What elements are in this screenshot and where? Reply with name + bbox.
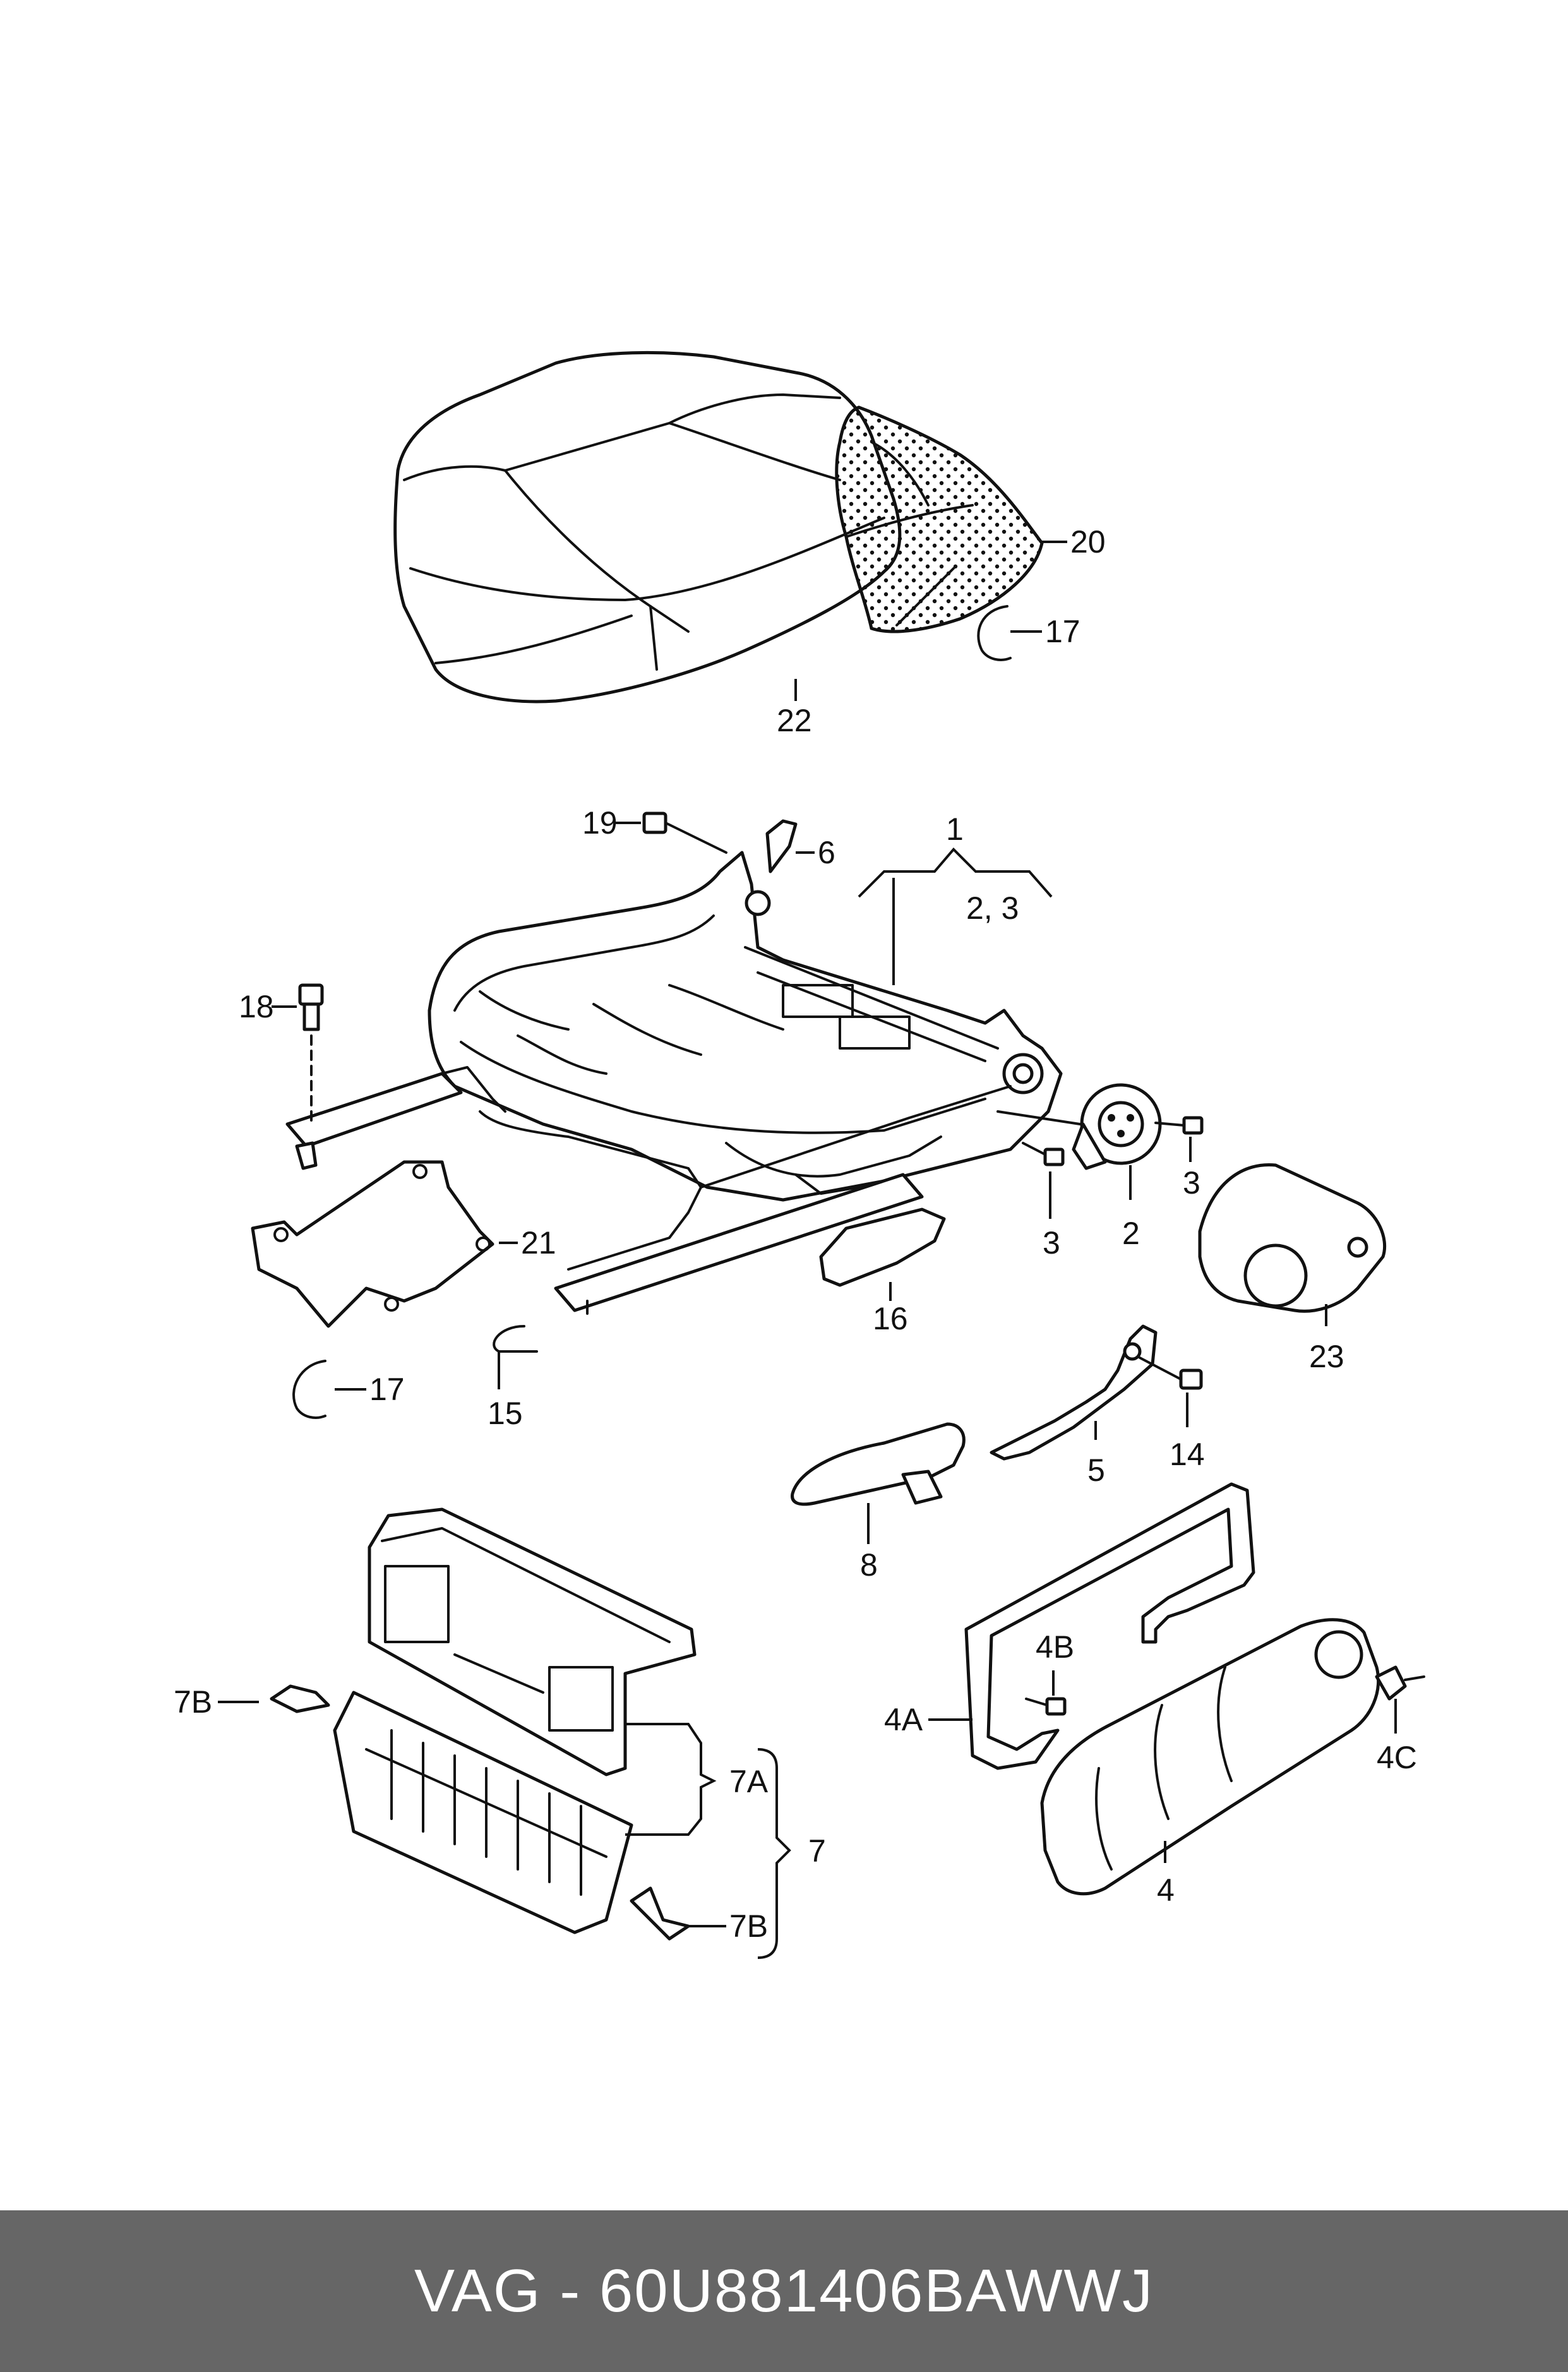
callout-15: 15	[488, 1396, 523, 1431]
clip-6	[765, 819, 798, 873]
callout-4a: 4A	[884, 1702, 923, 1737]
callout-19: 19	[582, 805, 618, 841]
part-number-label: VAG - 60U881406BAWWJ	[414, 2257, 1154, 2325]
clip-15	[493, 1325, 538, 1353]
callout-22: 22	[777, 703, 812, 738]
handle-16	[819, 1207, 946, 1287]
callout-8: 8	[860, 1547, 878, 1583]
seat-frame	[428, 851, 1063, 1202]
callout-5: 5	[1087, 1453, 1105, 1488]
side-panel-4	[1040, 1618, 1380, 1896]
screw-4b	[1025, 1697, 1067, 1716]
callout-23: 23	[1309, 1339, 1344, 1374]
callout-17-top: 17	[1045, 614, 1080, 649]
seat-cover-perforated	[835, 405, 1044, 633]
callout-4: 4	[1157, 1872, 1175, 1908]
callout-4b: 4B	[1036, 1629, 1074, 1665]
footer-bar: VAG - 60U881406BAWWJ	[0, 2210, 1568, 2372]
clip-7b-bottom	[630, 1886, 690, 1941]
bolt-19	[642, 812, 727, 854]
clip-7b-top	[270, 1684, 330, 1713]
screw-3-left	[1022, 1142, 1065, 1166]
callout-18: 18	[239, 989, 274, 1024]
callout-17-bottom: 17	[369, 1372, 405, 1407]
ring-clip-17-bottom	[292, 1360, 326, 1419]
callout-20: 20	[1070, 524, 1106, 560]
side-frame-4a	[964, 1482, 1255, 1770]
ring-clip-17-top	[977, 605, 1012, 661]
callout-6: 6	[818, 835, 835, 870]
callout-2: 2	[1122, 1216, 1140, 1251]
callout-14: 14	[1170, 1437, 1205, 1472]
callout-3-right: 3	[1183, 1165, 1200, 1201]
bolt-14	[1139, 1357, 1203, 1390]
trim-cover-23	[1198, 1163, 1387, 1313]
seat-rails	[285, 1066, 1012, 1315]
clip-4c	[1375, 1665, 1425, 1701]
callout-7b-bottom: 7B	[729, 1908, 768, 1944]
callout-4c: 4C	[1377, 1740, 1417, 1775]
seat-adjuster-2	[996, 1083, 1162, 1170]
screw-3-right	[1154, 1116, 1204, 1135]
callout-16: 16	[873, 1301, 908, 1336]
callout-3-left: 3	[1043, 1225, 1060, 1261]
bolt-18	[298, 983, 324, 1125]
callout-1: 1	[946, 812, 964, 847]
handle-8	[791, 1422, 966, 1506]
callout-7b-top: 7B	[174, 1684, 212, 1720]
under-plate-21	[251, 1160, 494, 1328]
callout-21: 21	[521, 1225, 556, 1261]
callout-7a: 7A	[729, 1764, 769, 1799]
bracket-5	[990, 1324, 1158, 1461]
seat-cushion	[393, 350, 902, 704]
storage-tray-7a	[333, 1691, 633, 1934]
storage-frame-7a	[368, 1507, 697, 1776]
callout-2-3: 2, 3	[966, 890, 1019, 926]
exploded-parts-diagram: 20 17 22 1 2, 3	[174, 350, 1425, 1959]
callout-7: 7	[808, 1833, 826, 1869]
